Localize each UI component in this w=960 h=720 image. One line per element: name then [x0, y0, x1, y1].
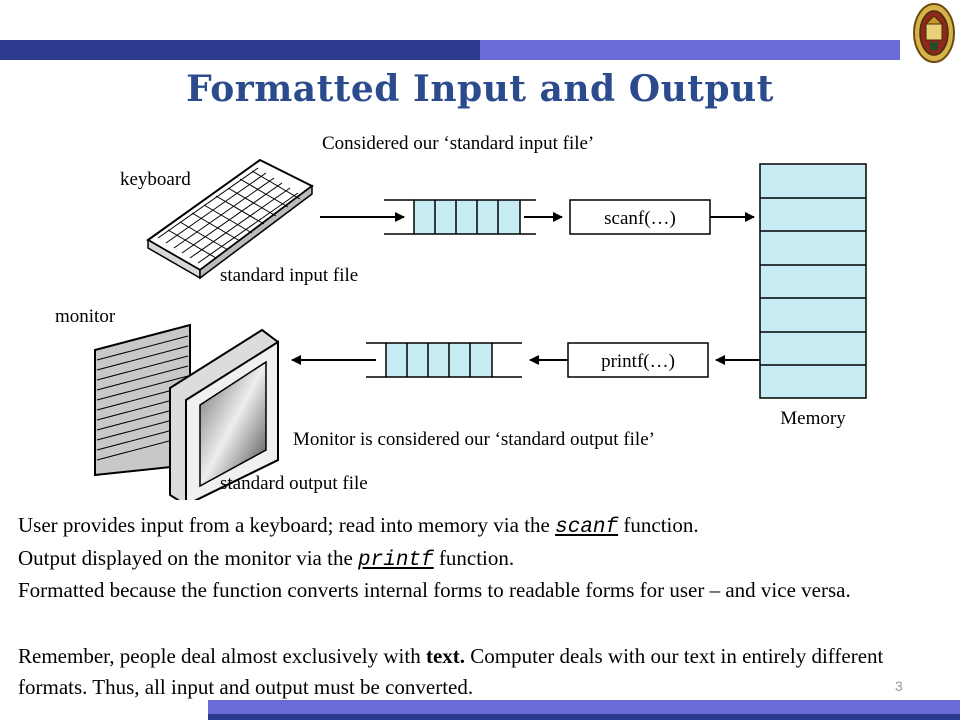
scanf-code: scanf — [555, 516, 619, 539]
input-file-note: Considered our ‘standard input file’ — [322, 133, 595, 154]
output-file-note: Monitor is considered our ‘standard outp… — [293, 429, 655, 450]
body-paragraph-1: User provides input from a keyboard; rea… — [18, 510, 948, 576]
text-emphasis: text. — [425, 644, 466, 668]
page-number: 3 — [895, 678, 903, 694]
footer-band-light — [208, 700, 960, 714]
para3-text: Remember, people deal almost exclusively… — [18, 644, 426, 668]
input-buffer — [384, 199, 536, 235]
footer-band — [208, 700, 960, 720]
printf-code: printf — [358, 549, 434, 572]
para3-text-end: Computer deals with our text in entirely… — [18, 644, 884, 699]
header-band-dark — [0, 40, 480, 60]
printf-box — [567, 342, 709, 378]
input-file-label: standard input file — [220, 265, 358, 286]
line2-text: Output displayed on the monitor via the — [18, 546, 359, 570]
output-file-label: standard output file — [220, 473, 368, 494]
io-diagram: keyboard standard input file monitor sta… — [55, 158, 867, 500]
printf-label: printf(…) — [601, 351, 675, 372]
body-paragraph-3: Remember, people deal almost exclusively… — [18, 641, 948, 703]
memory-label: Memory — [780, 408, 846, 429]
slide-title: Formatted Input and Output — [186, 68, 774, 110]
memory-block — [759, 163, 867, 399]
monitor-icon — [94, 323, 279, 500]
line2-text-end: function. — [433, 546, 515, 570]
line1-text-end: function. — [618, 513, 699, 537]
keyboard-icon — [146, 158, 314, 280]
monitor-label: monitor — [55, 306, 116, 327]
line1-text: User provides input from a keyboard; rea… — [18, 513, 556, 537]
keyboard-label: keyboard — [120, 169, 191, 190]
scanf-label: scanf(…) — [604, 208, 676, 229]
university-emblem-icon — [913, 3, 955, 63]
output-buffer — [366, 342, 522, 378]
body-paragraph-2: Formatted because the function converts … — [18, 578, 851, 602]
footer-band-dark — [208, 714, 960, 720]
scanf-box — [569, 199, 711, 235]
